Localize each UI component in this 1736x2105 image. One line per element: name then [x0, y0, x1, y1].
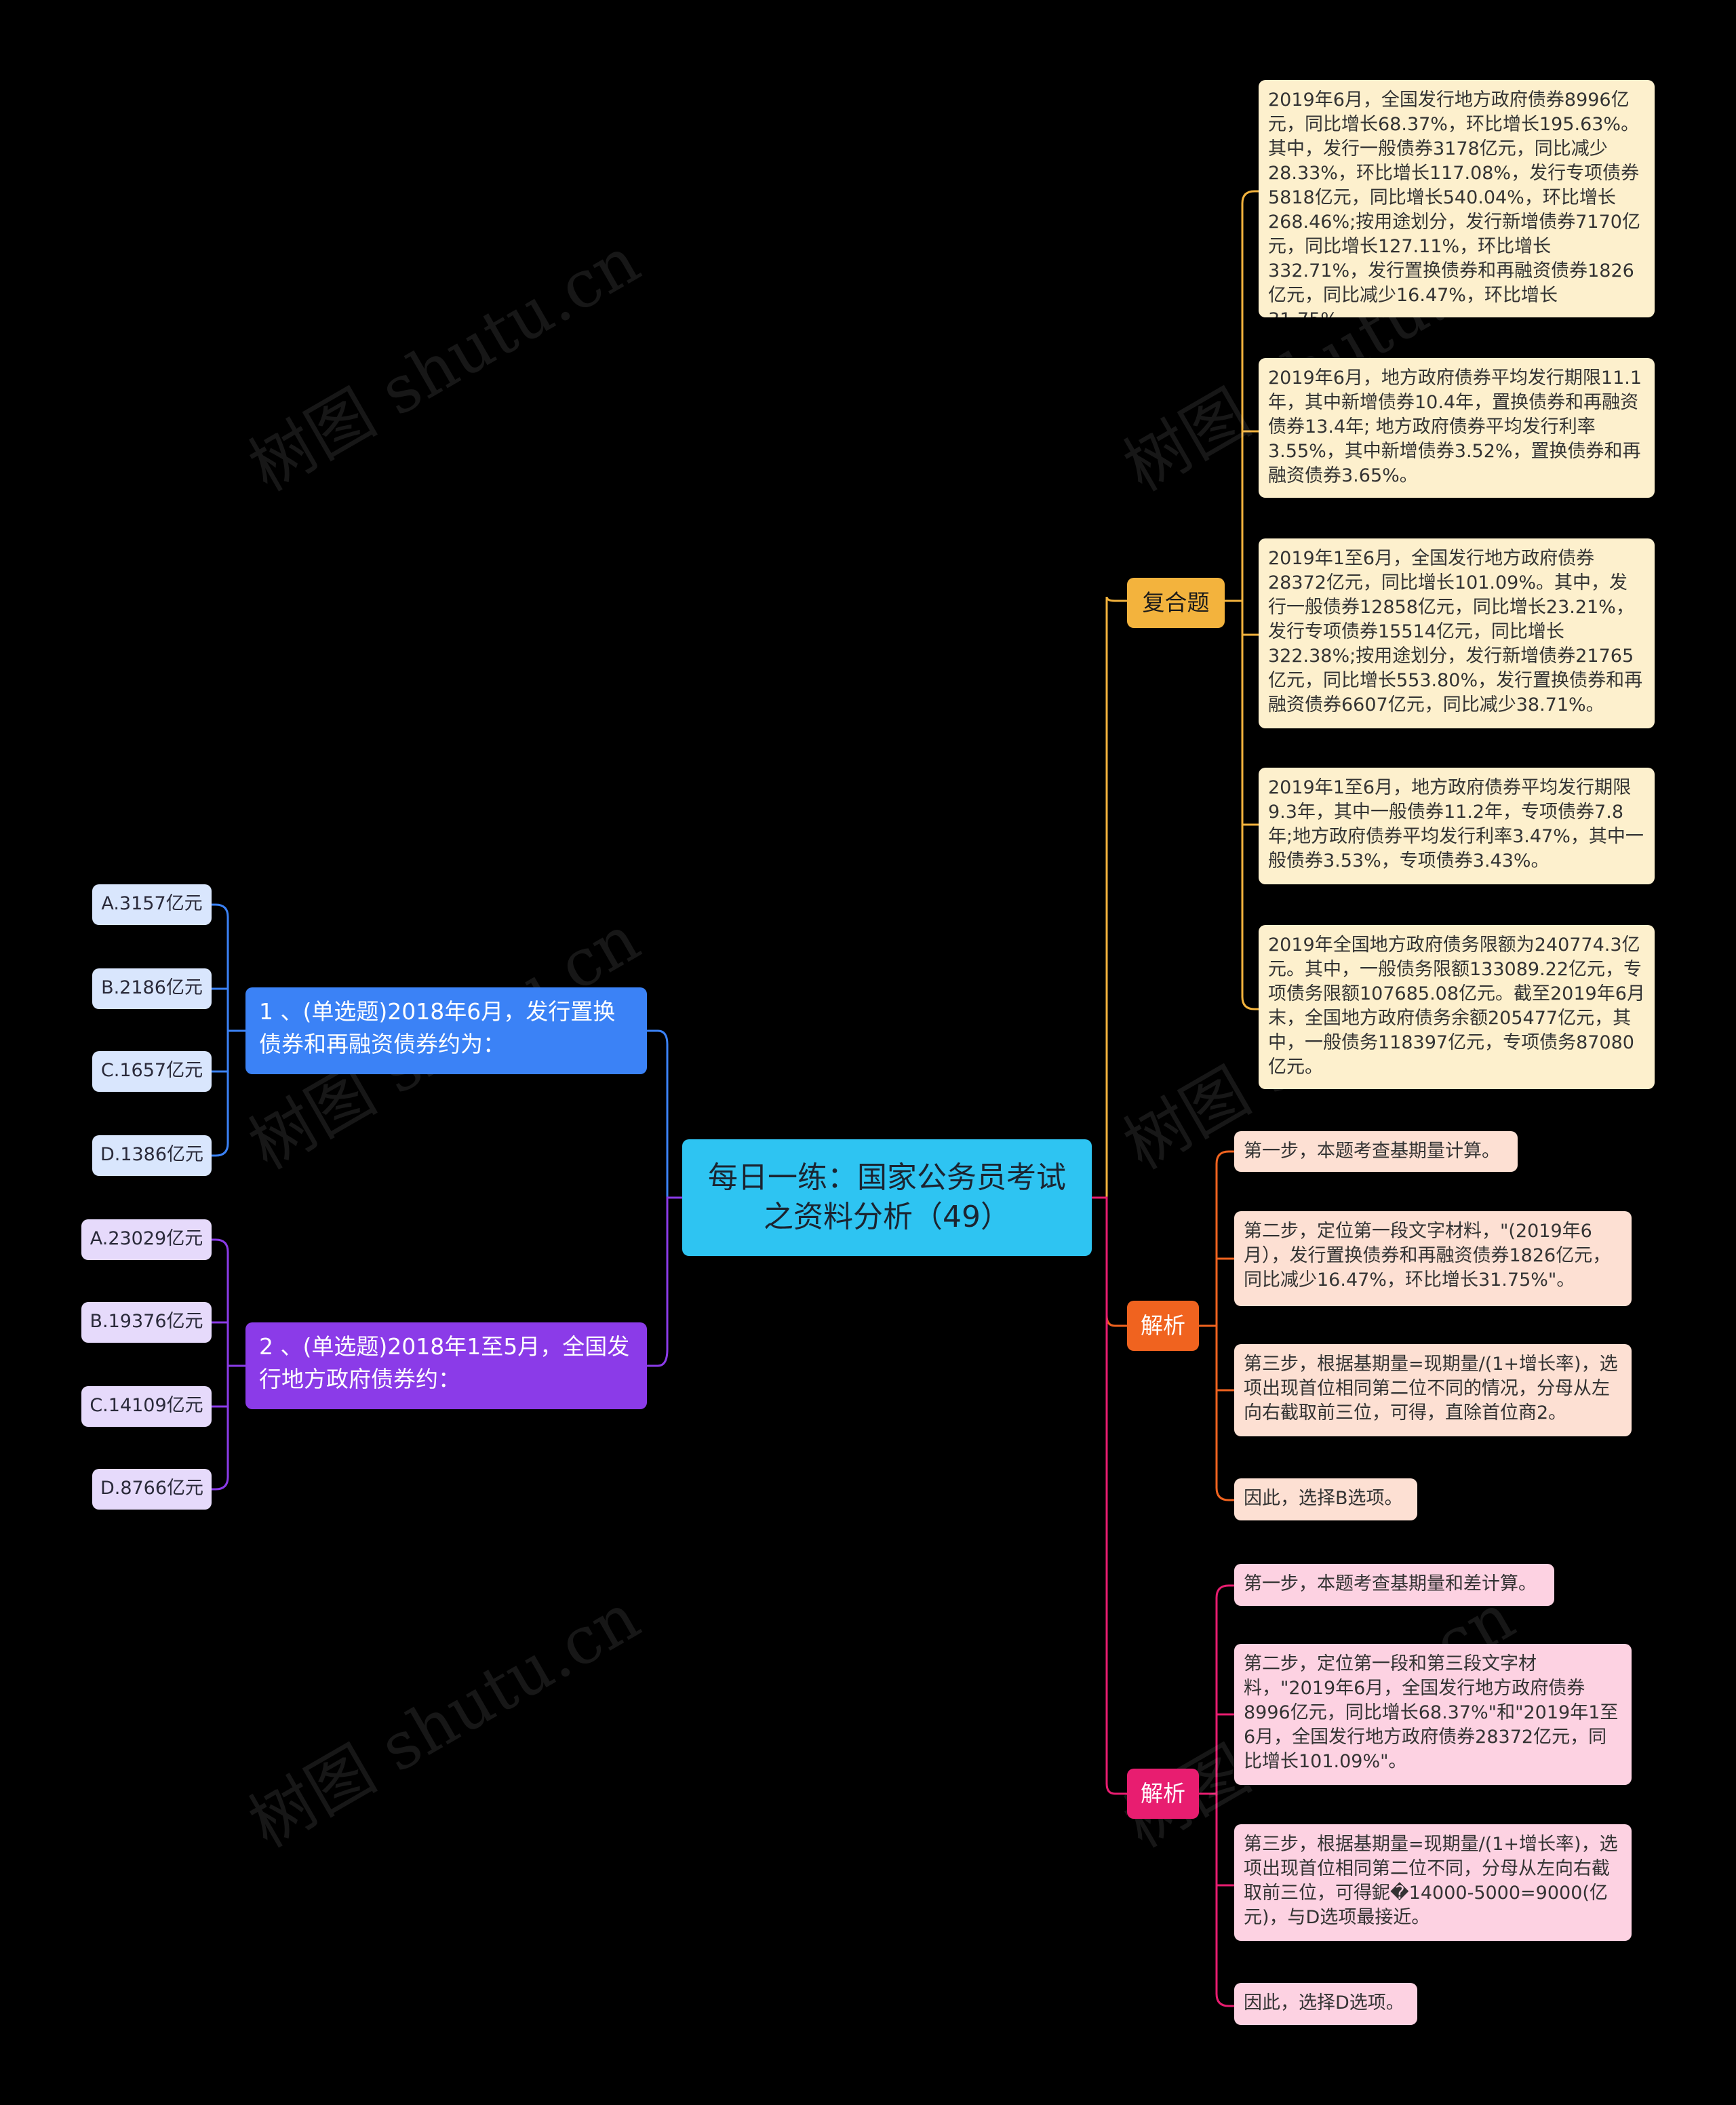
- center-topic[interactable]: 每日一练：国家公务员考试之资料分析（49）: [682, 1139, 1092, 1256]
- analysis-1-step-2-text: 第二步，定位第一段文字材料，"(2019年6月），发行置换债券和再融资债券182…: [1244, 1221, 1611, 1291]
- question-2[interactable]: 2 、(单选题)2018年1至5月，全国发行地方政府债券约：: [245, 1322, 647, 1409]
- analysis-2-label-text: 解析: [1141, 1780, 1185, 1807]
- watermark: 树图 shutu.cn: [237, 1578, 652, 1862]
- q2-option-c[interactable]: C.14109亿元: [81, 1386, 212, 1427]
- composite-paragraph-1-text: 2019年6月，全国发行地方政府债券8996亿元，同比增长68.37%，环比增长…: [1268, 90, 1640, 317]
- q1-option-d-text: D.1386亿元: [100, 1144, 204, 1165]
- q1-option-b[interactable]: B.2186亿元: [92, 968, 212, 1009]
- wire-center-q2: [646, 1196, 684, 1367]
- center-topic-text: 每日一练：国家公务员考试之资料分析（49）: [708, 1160, 1066, 1234]
- composite-paragraph-4[interactable]: 2019年1至6月，地方政府债券平均发行期限9.3年，其中一般债券11.2年，专…: [1259, 768, 1655, 884]
- analysis-1-step-1-text: 第一步，本题考查基期量计算。: [1244, 1141, 1500, 1162]
- analysis-1-step-3[interactable]: 第三步，根据基期量=现期量/(1+增长率)，选项出现首位相同第二位不同的情况，分…: [1234, 1344, 1632, 1436]
- q2-option-a[interactable]: A.23029亿元: [81, 1219, 212, 1260]
- q1-option-c[interactable]: C.1657亿元: [92, 1051, 212, 1092]
- q2-option-d-text: D.8766亿元: [100, 1478, 204, 1499]
- composite-paragraph-3-text: 2019年1至6月，全国发行地方政府债券28372亿元，同比增长101.09%。…: [1268, 548, 1643, 715]
- q1-option-b-text: B.2186亿元: [101, 977, 203, 998]
- analysis-2-label[interactable]: 解析: [1127, 1769, 1199, 1819]
- question-1[interactable]: 1 、(单选题)2018年6月，发行置换债券和再融资债券约为：: [245, 987, 647, 1074]
- analysis-1-label[interactable]: 解析: [1127, 1301, 1199, 1351]
- q1-option-d[interactable]: D.1386亿元: [92, 1135, 212, 1176]
- wire-center-analysis1: [1090, 1196, 1128, 1327]
- wire-center-composite: [1090, 596, 1128, 1199]
- analysis-1-step-2[interactable]: 第二步，定位第一段文字材料，"(2019年6月），发行置换债券和再融资债券182…: [1234, 1211, 1632, 1306]
- composite-label[interactable]: 复合题: [1127, 578, 1225, 628]
- question-2-text: 2 、(单选题)2018年1至5月，全国发行地方政府债券约：: [259, 1333, 630, 1392]
- wire-q1-options: [210, 903, 247, 1157]
- analysis-2-step-2[interactable]: 第二步，定位第一段和第三段文字材料，"2019年6月，全国发行地方政府债券899…: [1234, 1644, 1632, 1785]
- wire-composite-paragraphs: [1223, 190, 1260, 1010]
- q2-option-b[interactable]: B.19376亿元: [81, 1302, 212, 1343]
- analysis-2-step-4-text: 因此，选择D选项。: [1244, 1992, 1404, 2013]
- wire-analysis2-steps: [1198, 1584, 1236, 2007]
- wire-q2-options: [210, 1238, 247, 1491]
- composite-label-text: 复合题: [1142, 589, 1210, 616]
- question-1-text: 1 、(单选题)2018年6月，发行置换债券和再融资债券约为：: [259, 998, 616, 1057]
- analysis-2-step-1[interactable]: 第一步，本题考查基期量和差计算。: [1234, 1564, 1554, 1606]
- analysis-1-step-1[interactable]: 第一步，本题考查基期量计算。: [1234, 1131, 1518, 1172]
- analysis-2-step-3[interactable]: 第三步，根据基期量=现期量/(1+增长率)，选项出现首位相同第二位不同，分母从左…: [1234, 1824, 1632, 1941]
- analysis-2-step-1-text: 第一步，本题考查基期量和差计算。: [1244, 1573, 1537, 1594]
- analysis-2-step-4[interactable]: 因此，选择D选项。: [1234, 1983, 1417, 2025]
- q1-option-a-text: A.3157亿元: [101, 893, 203, 914]
- q2-option-d[interactable]: D.8766亿元: [92, 1469, 212, 1510]
- composite-paragraph-5[interactable]: 2019年全国地方政府债务限额为240774.3亿元。其中，一般债务限额1330…: [1259, 925, 1655, 1089]
- analysis-2-step-2-text: 第二步，定位第一段和第三段文字材料，"2019年6月，全国发行地方政府债券899…: [1244, 1653, 1619, 1772]
- composite-paragraph-2-text: 2019年6月，地方政府债券平均发行期限11.1年，其中新增债券10.4年，置换…: [1268, 368, 1642, 486]
- composite-paragraph-5-text: 2019年全国地方政府债务限额为240774.3亿元。其中，一般债务限额1330…: [1268, 935, 1645, 1078]
- q1-option-a[interactable]: A.3157亿元: [92, 884, 212, 925]
- q2-option-a-text: A.23029亿元: [90, 1228, 203, 1249]
- analysis-1-step-4-text: 因此，选择B选项。: [1244, 1488, 1403, 1509]
- wire-analysis1-steps: [1198, 1150, 1236, 1501]
- watermark: 树图 shutu.cn: [237, 222, 652, 506]
- composite-paragraph-1[interactable]: 2019年6月，全国发行地方政府债券8996亿元，同比增长68.37%，环比增长…: [1259, 80, 1655, 317]
- q1-option-c-text: C.1657亿元: [100, 1060, 203, 1081]
- composite-paragraph-2[interactable]: 2019年6月，地方政府债券平均发行期限11.1年，其中新增债券10.4年，置换…: [1259, 358, 1655, 498]
- composite-paragraph-4-text: 2019年1至6月，地方政府债券平均发行期限9.3年，其中一般债券11.2年，专…: [1268, 777, 1644, 871]
- analysis-1-step-3-text: 第三步，根据基期量=现期量/(1+增长率)，选项出现首位相同第二位不同的情况，分…: [1244, 1354, 1618, 1423]
- analysis-2-step-3-text: 第三步，根据基期量=现期量/(1+增长率)，选项出现首位相同第二位不同，分母从左…: [1244, 1834, 1618, 1928]
- q2-option-b-text: B.19376亿元: [90, 1311, 203, 1332]
- composite-paragraph-3[interactable]: 2019年1至6月，全国发行地方政府债券28372亿元，同比增长101.09%。…: [1259, 538, 1655, 728]
- analysis-1-step-4[interactable]: 因此，选择B选项。: [1234, 1478, 1417, 1520]
- wire-center-q1: [646, 1029, 684, 1199]
- q2-option-c-text: C.14109亿元: [90, 1395, 203, 1416]
- wire-center-analysis2: [1090, 1196, 1128, 1795]
- analysis-1-label-text: 解析: [1141, 1312, 1185, 1339]
